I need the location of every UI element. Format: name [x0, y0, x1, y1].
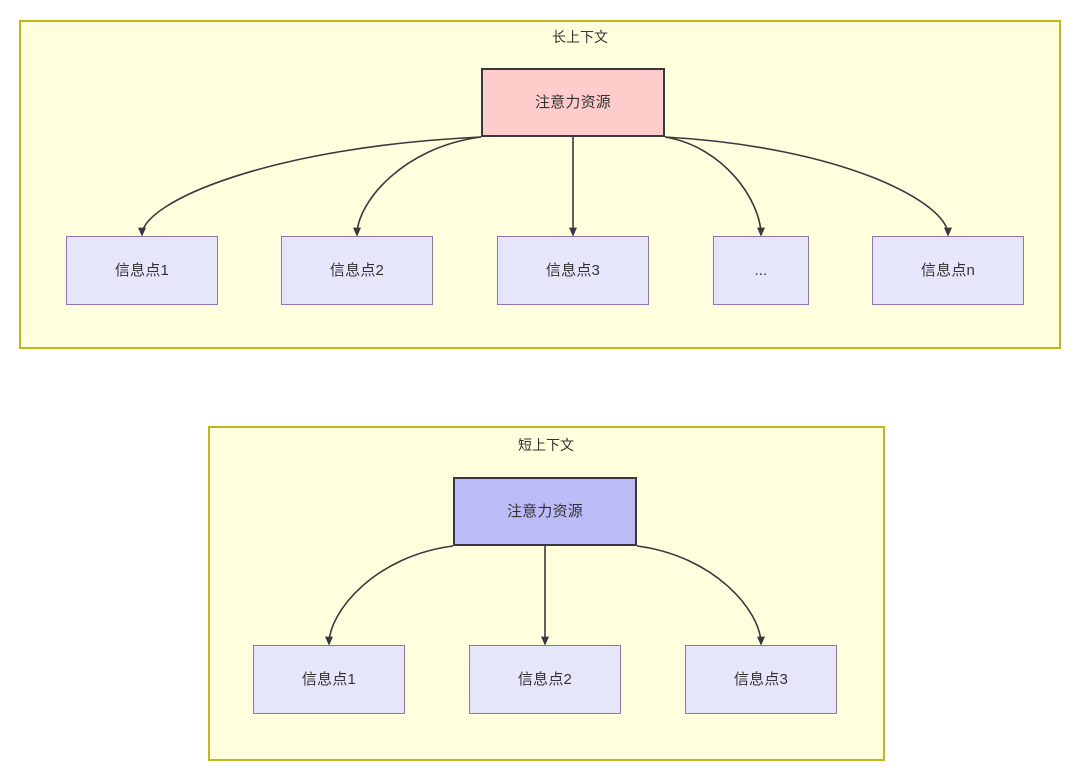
node-label: 信息点3: [733, 671, 789, 688]
node-label: ...: [754, 262, 768, 279]
info-point-node[interactable]: 信息点1: [66, 236, 218, 305]
edge-long-context-4: [664, 136, 952, 237]
info-point-node[interactable]: 信息点1: [253, 645, 405, 714]
attention-resource-node-long-context[interactable]: 注意力资源: [481, 68, 665, 137]
node-label: 信息点2: [517, 671, 573, 688]
node-label: 信息点n: [920, 262, 976, 279]
node-label: 注意力资源: [534, 94, 611, 111]
node-label: 注意力资源: [506, 503, 583, 520]
node-label: 信息点1: [114, 262, 170, 279]
node-label: 信息点3: [545, 262, 601, 279]
edge-long-context-0: [138, 136, 482, 237]
info-point-node[interactable]: 信息点3: [497, 236, 649, 305]
info-point-node[interactable]: 信息点3: [685, 645, 837, 714]
group-title-long-context: 长上下文: [552, 29, 608, 45]
info-point-node[interactable]: 信息点2: [281, 236, 433, 305]
attention-resource-node-short-context[interactable]: 注意力资源: [453, 477, 637, 546]
edge-long-context-1: [353, 136, 482, 237]
group-title-short-context: 短上下文: [518, 437, 574, 453]
info-point-node[interactable]: 信息点2: [469, 645, 621, 714]
edge-long-context-3: [664, 136, 765, 237]
info-point-node[interactable]: 信息点n: [872, 236, 1024, 305]
info-point-node[interactable]: ...: [713, 236, 809, 305]
edge-short-context-2: [636, 545, 765, 646]
node-label: 信息点2: [329, 262, 385, 279]
edge-short-context-0: [325, 545, 454, 646]
node-label: 信息点1: [301, 671, 357, 688]
